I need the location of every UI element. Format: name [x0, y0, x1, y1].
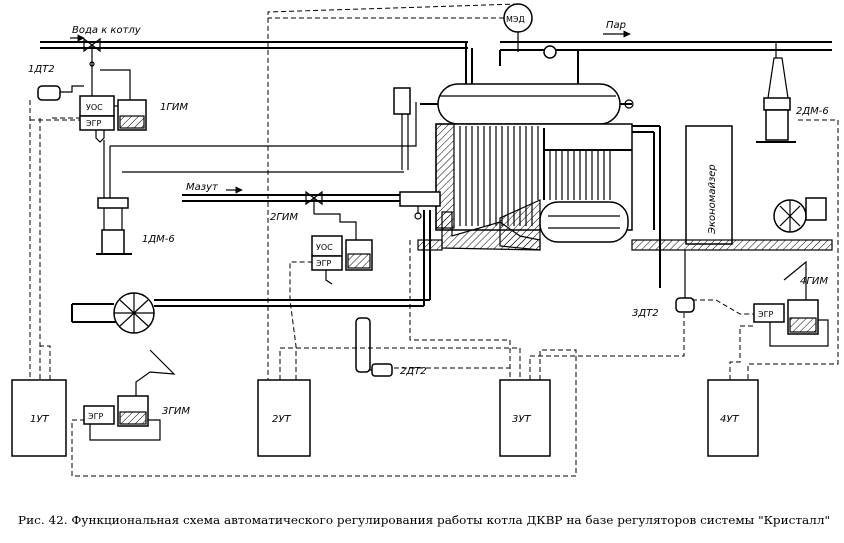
ut3-label: 3УТ — [512, 414, 531, 425]
gim2-regulator — [311, 213, 373, 285]
burner — [399, 191, 441, 220]
lower-drum — [539, 201, 629, 243]
figure-caption: Рис. 42. Функциональная схема автоматиче… — [18, 514, 830, 527]
uos-label-2: УОС — [316, 243, 333, 252]
economizer — [417, 125, 833, 251]
egr-label-3: ЭГР — [88, 412, 103, 421]
blower-fan — [71, 210, 431, 334]
gim3-regulator — [83, 349, 176, 441]
dt2-3-sensor — [675, 250, 695, 313]
ut2-label: 2УТ — [272, 414, 291, 425]
gim1-label: 1ГИМ — [160, 102, 188, 113]
gim4-label: 4ГИМ — [800, 276, 828, 287]
ut4-unit — [707, 379, 759, 457]
economizer-label: Экономайзер — [707, 164, 718, 235]
gim3-label: 3ГИМ — [162, 406, 190, 417]
fuel-pipeline — [182, 186, 418, 202]
dm6-2-sensor — [756, 42, 796, 143]
water-valve-icon — [83, 37, 101, 67]
smoke-exhauster — [773, 197, 827, 233]
egr-label-2: ЭГР — [316, 259, 331, 268]
gim4-regulator — [753, 260, 829, 347]
fuel-label: Мазут — [186, 182, 219, 193]
dt2-2-label: 2ДТ2 — [400, 366, 427, 377]
egr-label-4: ЭГР — [758, 310, 773, 319]
furnace-lining — [441, 199, 541, 251]
ut1-label: 1УТ — [30, 414, 49, 425]
dm6-2-label: 2ДМ-6 — [796, 106, 829, 117]
dt2-2-sensor — [355, 317, 393, 377]
dm6-1-sensor — [96, 102, 417, 255]
gim1-regulator — [79, 64, 147, 143]
ut1-unit — [11, 379, 67, 457]
signal-lines — [29, 3, 839, 477]
med-label: МЭД — [506, 15, 525, 24]
ut4-label: 4УТ — [720, 414, 739, 425]
flue-duct — [632, 125, 661, 288]
dm6-1-label: 1ДМ-6 — [142, 234, 175, 245]
egr-label-1: ЭГР — [86, 119, 101, 128]
dt2-1-label: 1ДТ2 — [28, 64, 55, 75]
dt2-3-label: 3ДТ2 — [632, 308, 659, 319]
steam-label: Пар — [606, 20, 626, 31]
water-pipeline — [40, 34, 473, 84]
uos-label-1: УОС — [86, 103, 103, 112]
ut2-unit — [257, 379, 311, 457]
dt2-1-sensor — [37, 85, 84, 101]
fuel-valve-icon — [305, 190, 323, 214]
med-sensor — [503, 3, 557, 59]
ut3-unit — [499, 379, 551, 457]
water-label: Вода к котлу — [72, 25, 142, 36]
upper-drum — [420, 83, 634, 125]
gim2-label: 2ГИМ — [270, 212, 298, 223]
drum-level-column — [393, 87, 411, 170]
